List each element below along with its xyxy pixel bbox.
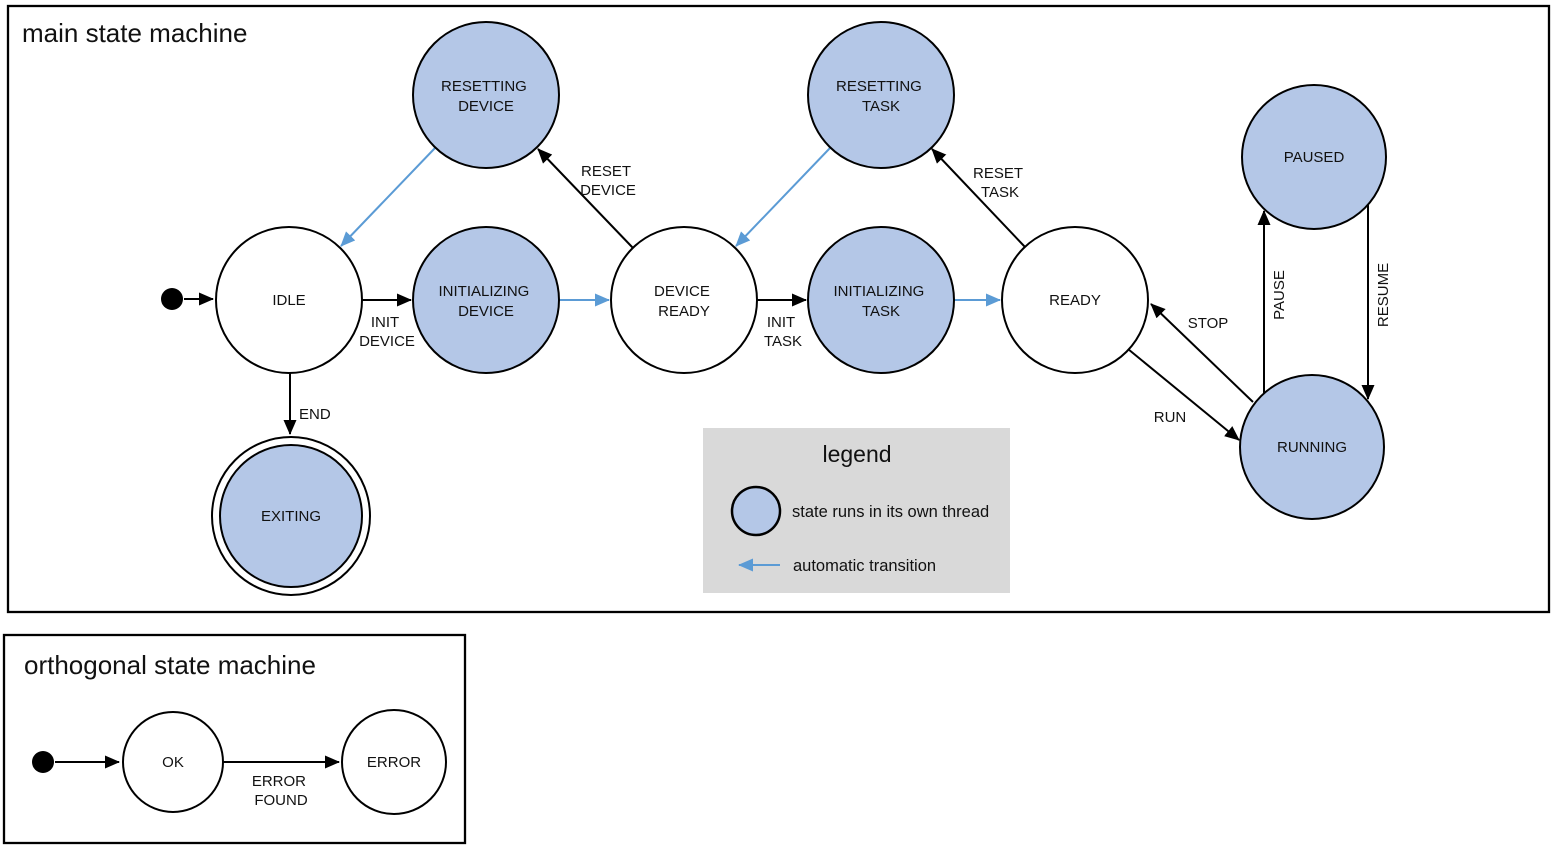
reset-task-arrow — [931, 148, 1026, 248]
state-initializing-device-shape — [412, 226, 560, 374]
auto-arrow-resetting-device-idle — [340, 147, 436, 247]
state-running-label: RUNNING — [1277, 439, 1347, 456]
orthogonal-state-machine: orthogonal state machine ERROR FOUND OK … — [2, 633, 467, 845]
state-idle-label: IDLE — [272, 292, 305, 309]
transition-reset-task: RESET TASK — [931, 148, 1027, 248]
orthogonal-state-machine-frame — [2, 633, 467, 845]
stop-arrow — [1150, 303, 1254, 403]
state-idle: IDLE — [215, 226, 363, 374]
state-error-shape — [341, 709, 447, 815]
main-state-machine: main state machine INIT DEVICE RESET DEV… — [6, 4, 1551, 614]
state-exiting-label: EXITING — [261, 508, 321, 525]
reset-device-arrow — [537, 148, 634, 249]
state-running-shape — [1239, 374, 1385, 520]
state-initializing-task-label: INITIALIZING TASK — [833, 283, 928, 320]
run-label: RUN — [1154, 409, 1187, 426]
state-exiting-shape — [219, 444, 363, 588]
state-resetting-device: RESETTING DEVICE — [412, 21, 560, 169]
init-device-label: INIT DEVICE — [359, 314, 415, 350]
main-state-machine-title: main state machine — [22, 18, 247, 48]
transition-stop: STOP — [1150, 303, 1254, 403]
state-ok-label: OK — [162, 754, 184, 771]
orthogonal-state-machine-title: orthogonal state machine — [24, 650, 316, 680]
legend-auto-transition-label: automatic transition — [793, 557, 936, 575]
transition-auto-resetting-task-to-device-ready — [735, 147, 831, 247]
error-found-label: ERROR FOUND — [252, 773, 310, 809]
legend-thread-state-icon — [730, 485, 782, 537]
main-state-machine-frame — [6, 4, 1551, 614]
end-label: END — [299, 406, 331, 423]
state-ready: READY — [1001, 226, 1149, 374]
initial-state-main — [161, 288, 214, 310]
state-resetting-device-label: RESETTING DEVICE — [441, 78, 531, 115]
state-ok: OK — [122, 711, 224, 813]
state-resetting-task-label: RESETTING TASK — [836, 78, 926, 115]
transition-auto-resetting-device-to-idle — [340, 147, 436, 247]
transition-resume: RESUME — [1361, 205, 1392, 400]
state-device-ready-shape — [610, 226, 758, 374]
state-exiting-final: EXITING — [211, 436, 371, 596]
state-paused: PAUSED — [1241, 84, 1387, 230]
reset-device-label: RESET DEVICE — [580, 163, 636, 199]
initial-state-dot — [32, 751, 54, 773]
state-initializing-task-shape — [807, 226, 955, 374]
state-paused-label: PAUSED — [1284, 149, 1345, 166]
stop-label: STOP — [1188, 315, 1229, 332]
initial-state-orthogonal — [32, 751, 120, 773]
state-paused-shape — [1241, 84, 1387, 230]
auto-arrow-resetting-task-device-ready — [735, 147, 831, 247]
reset-task-label: RESET TASK — [973, 165, 1027, 201]
pause-label: PAUSE — [1271, 270, 1288, 320]
transition-init-task: INIT TASK — [757, 293, 807, 350]
init-task-label: INIT TASK — [764, 314, 802, 350]
resume-label: RESUME — [1375, 263, 1392, 327]
state-initializing-device-label: INITIALIZING DEVICE — [438, 283, 533, 320]
state-ready-shape — [1001, 226, 1149, 374]
state-running: RUNNING — [1239, 374, 1385, 520]
transition-error-found: ERROR FOUND — [223, 755, 340, 809]
transition-pause: PAUSE — [1257, 210, 1288, 393]
state-resetting-device-shape — [412, 21, 560, 169]
legend-thread-state-label: state runs in its own thread — [792, 503, 989, 521]
state-idle-shape — [215, 226, 363, 374]
state-device-ready: DEVICE READY — [610, 226, 758, 374]
transition-end: END — [283, 373, 331, 435]
state-initializing-task: INITIALIZING TASK — [807, 226, 955, 374]
state-resetting-task: RESETTING TASK — [807, 21, 955, 169]
initial-state-dot — [161, 288, 183, 310]
transition-run: RUN — [1127, 348, 1240, 441]
state-initializing-device: INITIALIZING DEVICE — [412, 226, 560, 374]
legend-title: legend — [822, 441, 891, 467]
state-ok-shape — [122, 711, 224, 813]
run-arrow — [1127, 348, 1240, 441]
state-error-label: ERROR — [367, 754, 421, 771]
state-device-ready-label: DEVICE READY — [654, 283, 714, 320]
state-resetting-task-shape — [807, 21, 955, 169]
transition-init-device: INIT DEVICE — [359, 293, 415, 350]
state-error: ERROR — [341, 709, 447, 815]
state-ready-label: READY — [1049, 292, 1101, 309]
transition-reset-device: RESET DEVICE — [537, 148, 636, 249]
legend: legend state runs in its own thread auto… — [703, 428, 1010, 593]
